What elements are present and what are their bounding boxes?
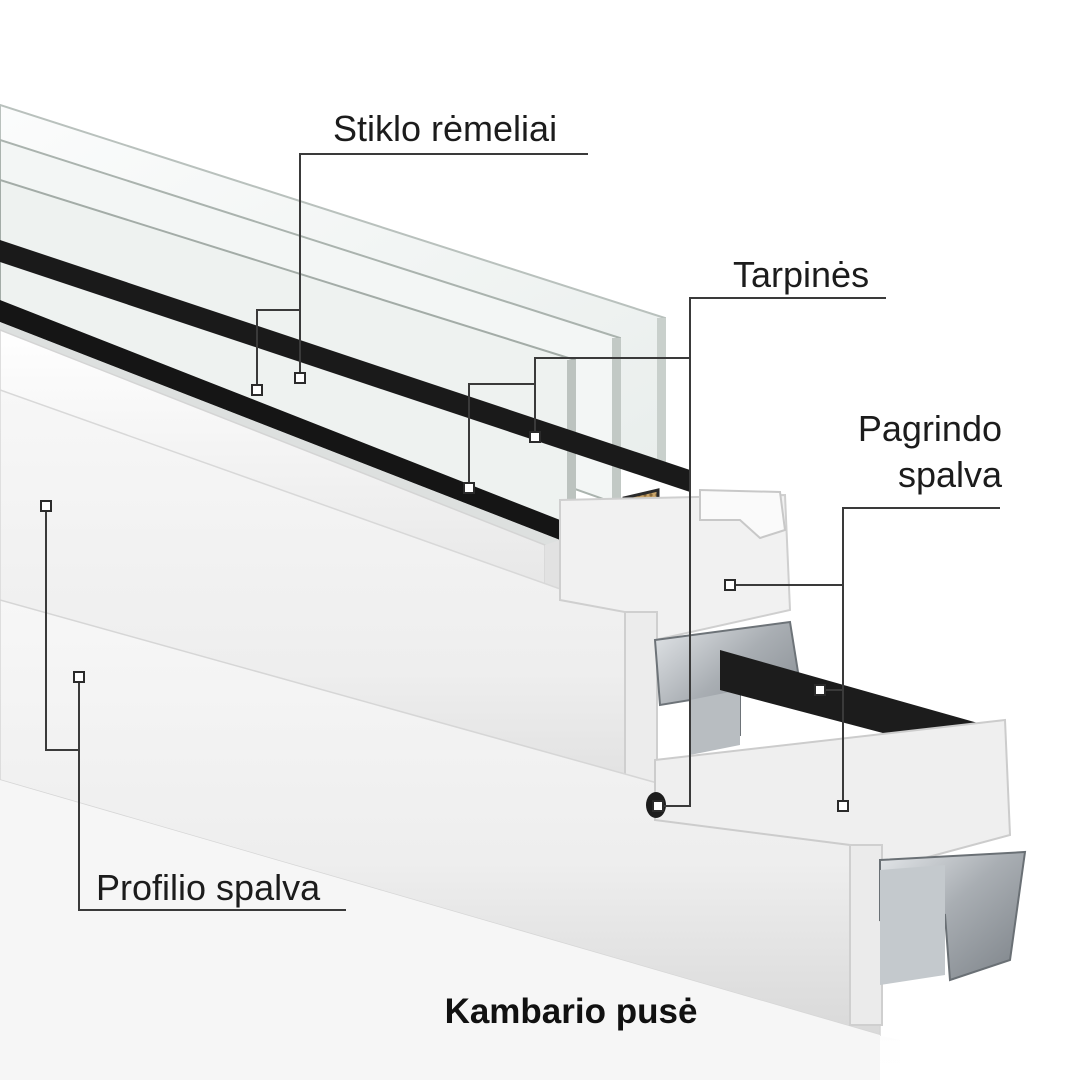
frame-profile: [0, 599, 1012, 1080]
caption-room-side: Kambario pusė: [0, 992, 1080, 1032]
caption-text: Kambario pusė: [444, 992, 698, 1031]
leader-lines: [45, 153, 1000, 911]
steel-reinforcement-lower: [879, 850, 1027, 985]
label-base-color: Pagrindo spalva: [858, 406, 1002, 498]
label-base-color-line2: spalva: [897, 454, 1002, 495]
label-base-color-line1: Pagrindo: [857, 408, 1002, 449]
label-gaskets: Tarpinės: [733, 254, 870, 295]
label-profile-color: Profilio spalva: [96, 867, 321, 908]
leader-markers: [40, 372, 849, 812]
label-glass-frames: Stiklo rėmeliai: [333, 108, 558, 149]
